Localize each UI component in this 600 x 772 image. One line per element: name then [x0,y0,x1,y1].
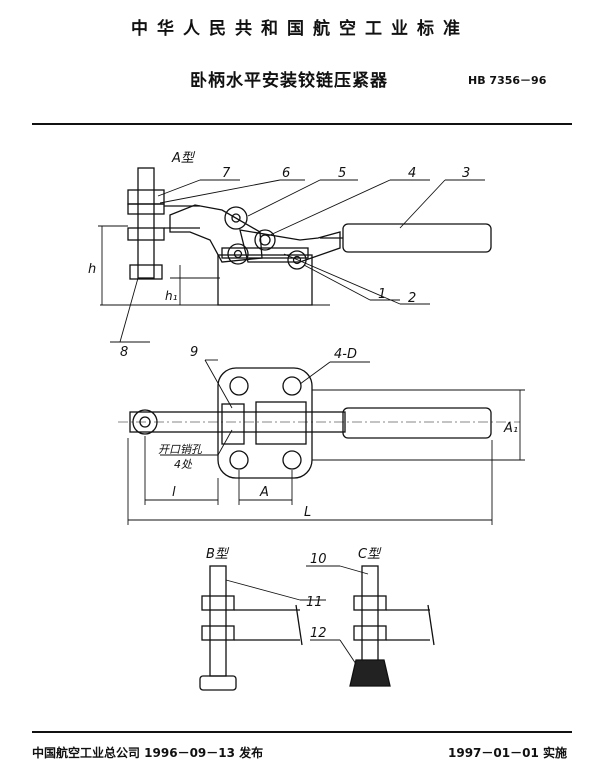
nut-top [127,189,165,205]
base-plate [217,367,313,479]
part-3: 3 [462,166,470,181]
mount-hole-4 [282,450,302,470]
part-11: 11 [306,595,323,610]
part-2: 2 [408,291,416,306]
foot-b [199,675,237,691]
dim-l-total: L [304,505,311,520]
mount-hole-3 [229,450,249,470]
nut-b-bottom [201,625,235,641]
view-label-b: B型 [206,547,230,562]
mount-hole-1 [229,376,249,396]
nut-c-bottom [353,625,387,641]
pivot-lower [227,243,249,265]
standard-header: 中华人民共和国航空工业标准 [131,19,469,39]
document-title: 卧柄水平安装铰链压紧器 [190,71,388,91]
handle-grip [342,223,492,253]
bottom-rule [32,731,572,733]
dim-a: A [259,485,269,500]
part-5: 5 [338,166,346,181]
dim-h1: h₁ [165,289,178,303]
dim-l-small: l [172,485,176,500]
part-10: 10 [310,552,327,567]
part-4: 4 [408,166,416,181]
pivot-middle [254,229,276,251]
spindle-foot [129,264,163,280]
note-pin-hole: 开口销孔 [158,443,203,456]
swivel-pad [349,659,391,687]
part-1: 1 [378,287,386,302]
part-8: 8 [120,345,128,360]
clamp-body [169,204,263,263]
note-count: 4处 [174,458,193,471]
view-label-c: C型 [358,547,382,562]
pivot-upper [224,206,248,230]
link-block [255,401,307,445]
nut-c-top [353,595,387,611]
dim-holes: 4-D [334,347,357,362]
dim-h: h [88,262,96,277]
dim-a1: A₁ [503,421,518,436]
part-12: 12 [310,626,327,641]
part-6: 6 [282,166,290,181]
nut-bottom [127,227,165,241]
nut-b-top [201,595,235,611]
mount-hole-2 [282,376,302,396]
part-7: 7 [222,166,231,181]
spindle-b [209,565,227,677]
arm-top [129,411,346,433]
spindle-c [361,565,379,667]
view-label-a: A型 [171,151,196,166]
issue-date: 中国航空工业总公司 1996－09－13 发布 [32,746,264,760]
pin-block [221,403,245,445]
handle-grip-top [342,407,492,439]
effective-date: 1997－01－01 实施 [448,746,567,760]
pivot-rear [287,250,307,270]
base-step [221,247,309,259]
top-rule [32,123,572,125]
part-9: 9 [190,345,198,360]
document-code: HB 7356－96 [468,74,547,87]
spindle [137,167,155,279]
handle-link [239,229,341,263]
